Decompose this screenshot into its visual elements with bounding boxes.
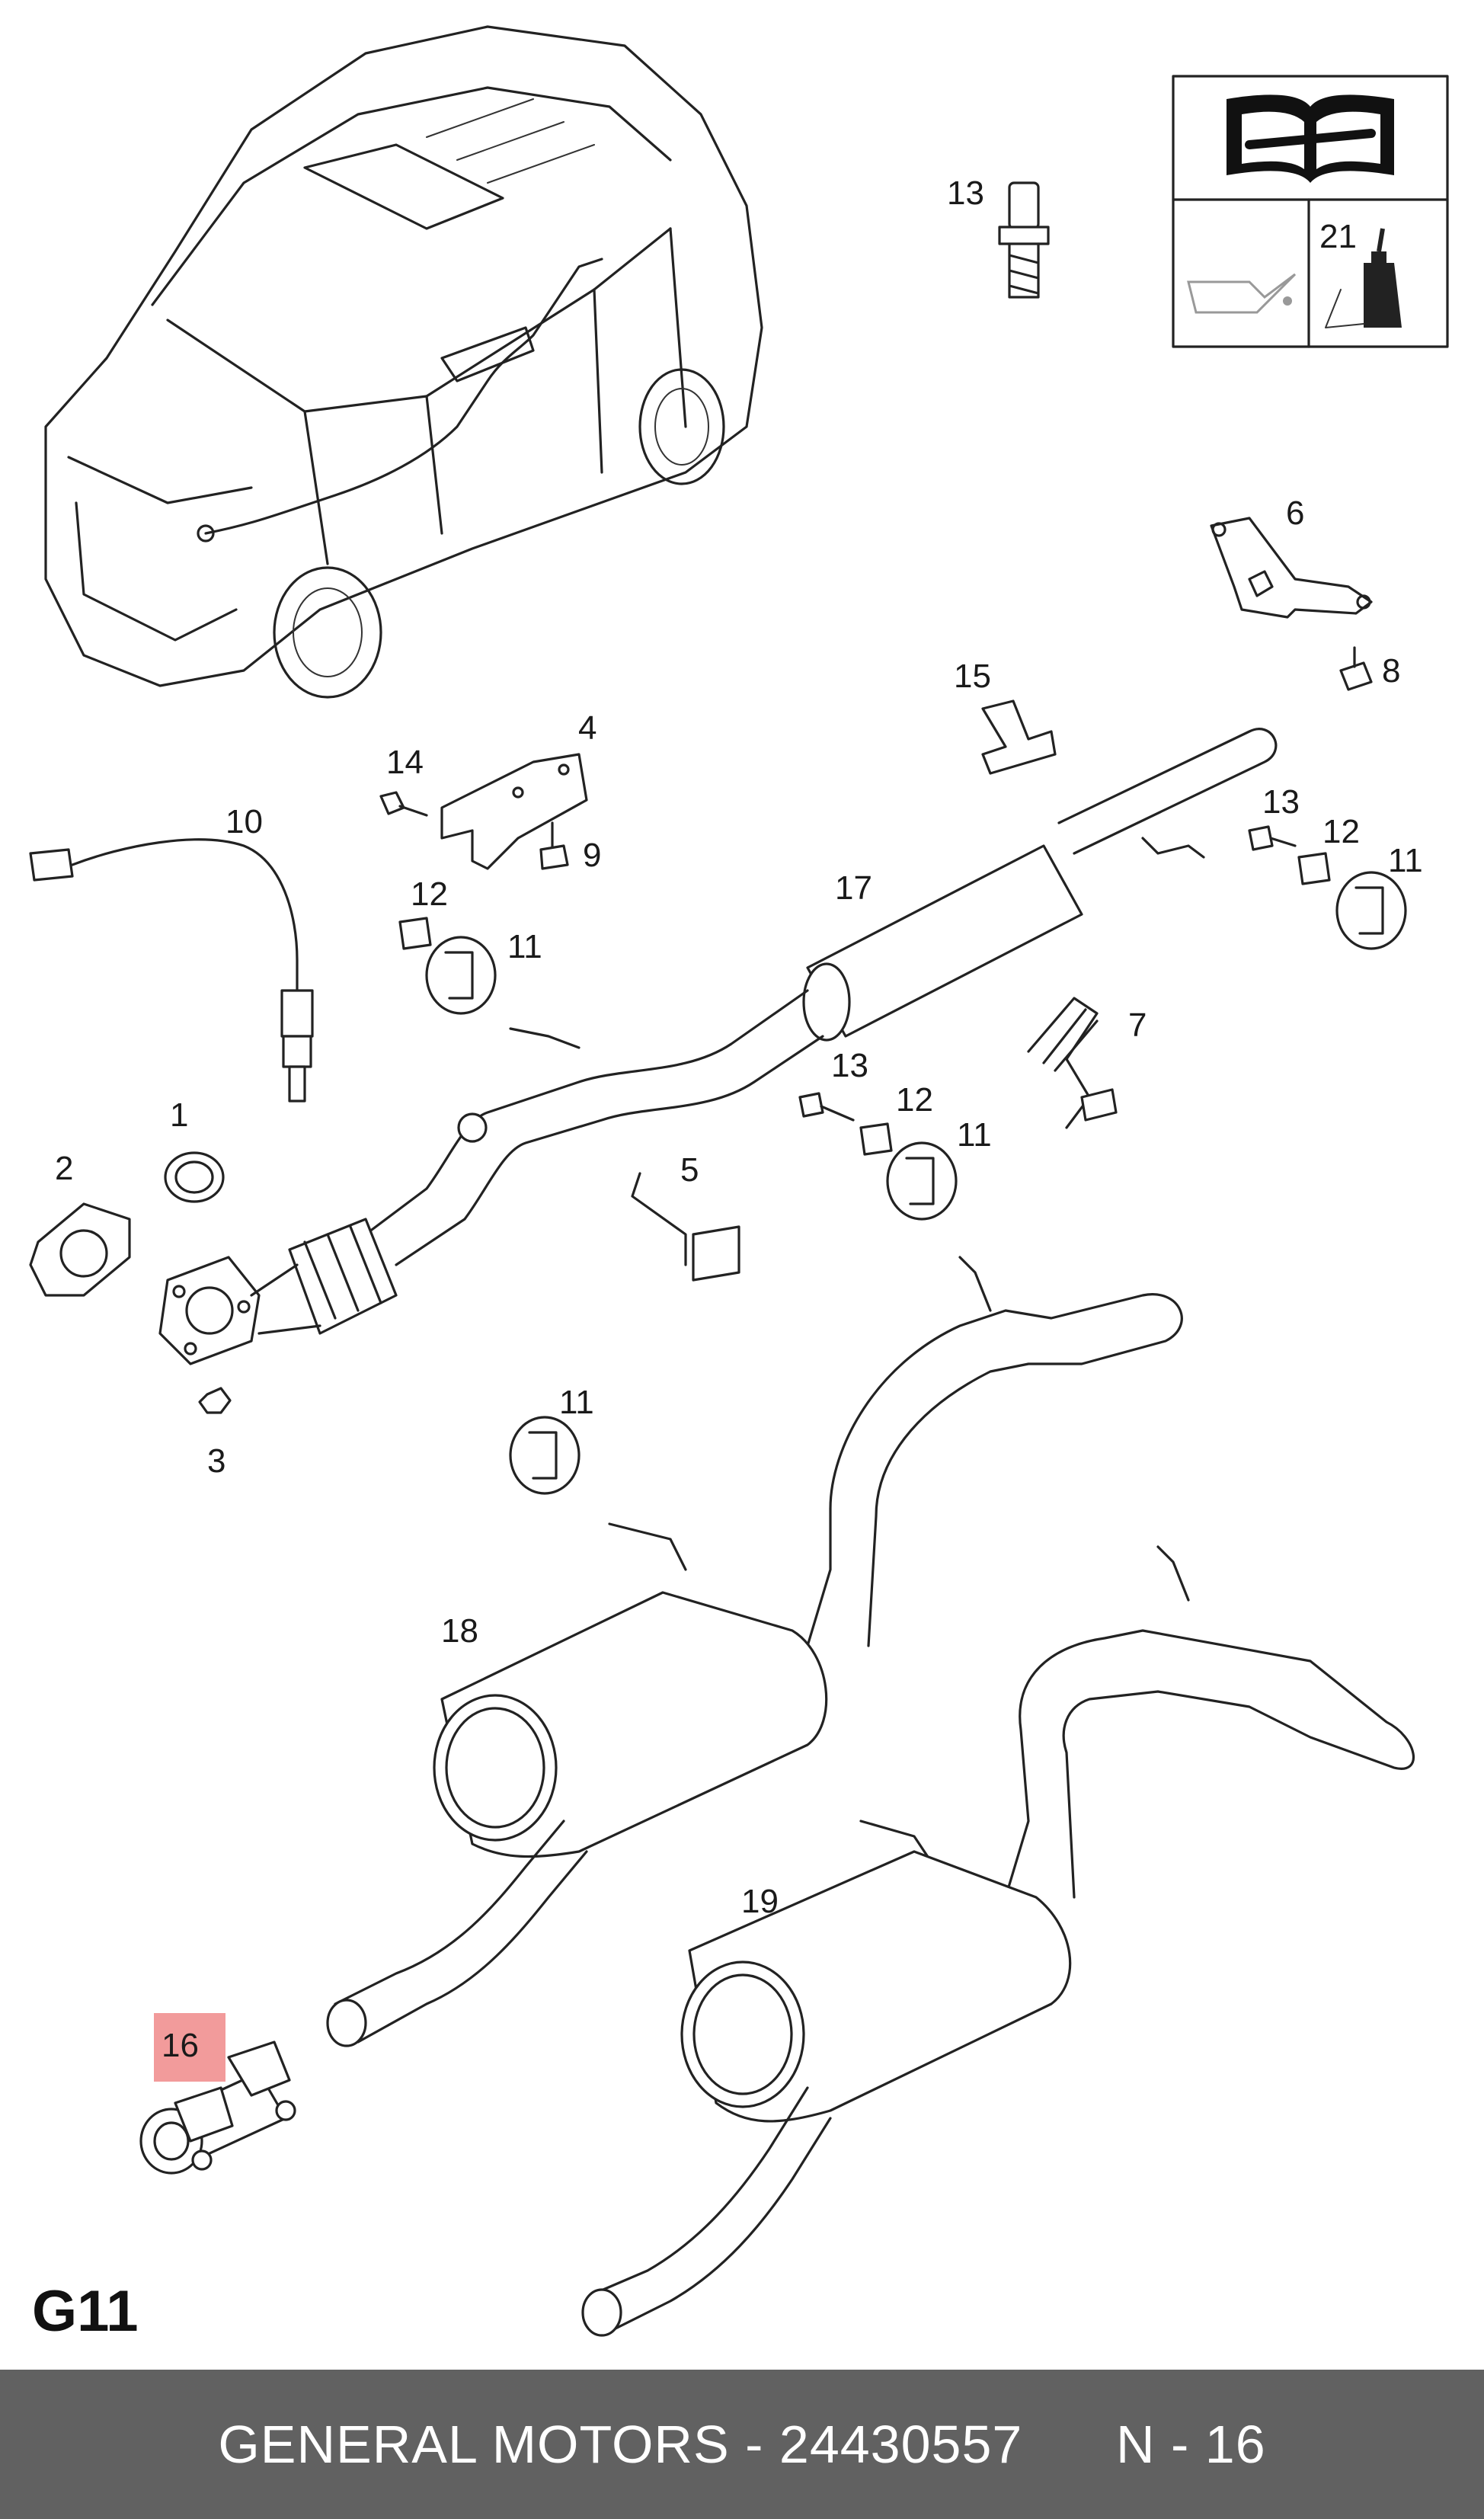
part-14-bolt [379, 791, 428, 817]
vehicle-overview [44, 25, 763, 699]
footer-spacer [1022, 2415, 1116, 2474]
part-10-oxygen-sensor [29, 838, 314, 1103]
callout-11-right: 11 [1388, 842, 1423, 879]
callout-7: 7 [1128, 1007, 1147, 1044]
part-11-hanger-left [425, 936, 497, 1015]
callout-11-left: 11 [507, 928, 542, 965]
part-5-bracket [631, 1172, 740, 1282]
callout-6: 6 [1286, 495, 1304, 532]
part-19-rear-silencer [581, 1545, 1415, 2337]
part-2-gasket [29, 1202, 131, 1297]
part-20-bolt [998, 181, 1050, 299]
part-15-clip [981, 699, 1057, 775]
callout-11-center: 11 [957, 1116, 992, 1154]
part-9-bolt [539, 821, 569, 870]
callout-18: 18 [441, 1612, 478, 1650]
diagram-code: G11 [32, 2279, 139, 2344]
part-number: 24430557 [779, 2415, 1023, 2474]
callout-11-lower: 11 [559, 1384, 594, 1421]
callout-21: 21 [1319, 218, 1357, 255]
callout-13-center: 13 [831, 1047, 868, 1084]
service-icons-box [1172, 75, 1449, 348]
part-7-heat-shield [1027, 997, 1118, 1129]
part-12-spacer-left [398, 917, 432, 950]
manufacturer-name: GENERAL MOTORS [218, 2415, 730, 2474]
part-13-bolt-right [1248, 825, 1297, 851]
callout-17: 17 [835, 869, 872, 907]
callout-12-left: 12 [411, 875, 448, 913]
callout-12-center: 12 [896, 1081, 933, 1119]
callout-20: 13 [947, 174, 984, 212]
sealant-bottle-icon [1325, 228, 1402, 328]
callout-2: 2 [55, 1150, 73, 1187]
part-17-front-pipe [364, 728, 1278, 1266]
exhaust-system-diagram: 13 21 6 8 15 4 14 10 13 12 11 9 17 12 11… [29, 25, 1449, 2337]
part-12-spacer-center [859, 1122, 893, 1156]
part-16-clamp [139, 2040, 296, 2175]
part-6-bracket [1210, 517, 1373, 619]
footer-separator: - [729, 2415, 779, 2474]
part-1-seal-ring [164, 1151, 225, 1203]
part-3-nut [198, 1387, 232, 1414]
part-12-spacer-right [1297, 852, 1331, 885]
catalytic-converter [158, 1218, 398, 1365]
callout-14: 14 [386, 744, 424, 781]
oil-can-icon [1187, 273, 1297, 314]
callout-12-right: 12 [1322, 813, 1360, 850]
part-4-bracket [440, 753, 588, 870]
callout-5: 5 [680, 1151, 699, 1189]
position-label: N - 16 [1116, 2415, 1266, 2474]
part-18-rear-silencer [326, 1256, 1183, 2047]
callout-10: 10 [225, 803, 263, 840]
callout-3: 3 [207, 1442, 225, 1480]
service-manual-icon [1227, 94, 1394, 183]
part-11-hanger-center [886, 1141, 958, 1221]
callout-1: 1 [170, 1096, 188, 1134]
footer-bar: GENERAL MOTORS - 24430557 N - 16 [0, 2370, 1484, 2519]
part-13-bolt-center [798, 1092, 855, 1122]
callout-15: 15 [954, 658, 991, 695]
callout-4: 4 [578, 709, 596, 747]
footer-text: GENERAL MOTORS - 24430557 N - 16 [218, 2414, 1265, 2475]
callout-19: 19 [741, 1883, 779, 1920]
part-11-hanger-right [1335, 871, 1407, 950]
callout-8: 8 [1382, 652, 1400, 690]
highlighted-part-marker [154, 2013, 225, 2082]
part-11-hanger-lower [509, 1416, 580, 1495]
callout-9: 9 [583, 837, 601, 874]
callout-13-right: 13 [1262, 783, 1300, 821]
part-8-bolt [1339, 646, 1373, 691]
